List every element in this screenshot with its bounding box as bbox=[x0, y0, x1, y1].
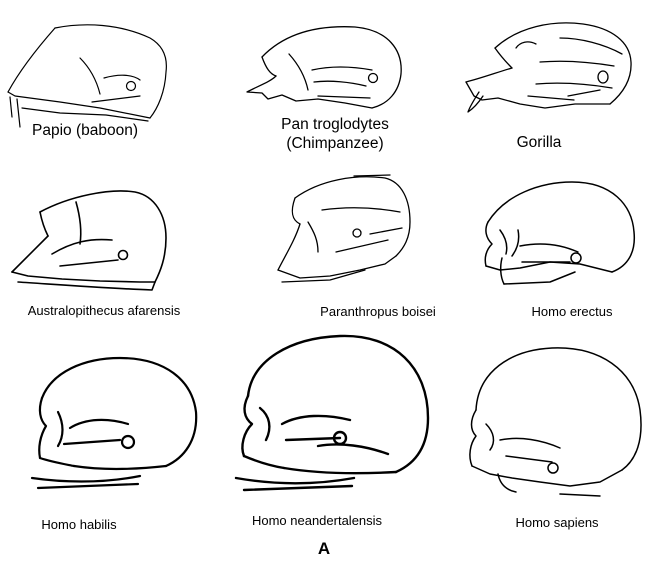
label-paranthropus: Paranthropus boisei bbox=[320, 304, 436, 320]
panel-label: A bbox=[318, 539, 330, 559]
label-australopithecus: Australopithecus afarensis bbox=[28, 303, 180, 319]
label-papio: Papio (baboon) bbox=[32, 121, 138, 140]
label-homo-neandertalensis: Homo neandertalensis bbox=[252, 513, 382, 529]
label-homo-erectus: Homo erectus bbox=[532, 304, 613, 320]
label-homo-habilis: Homo habilis bbox=[41, 517, 116, 533]
label-pan-line-2: (Chimpanzee) bbox=[281, 134, 389, 153]
label-gorilla: Gorilla bbox=[517, 133, 562, 152]
label-pan-line-1: Pan troglodytes bbox=[281, 115, 389, 134]
label-pan-troglodytes: Pan troglodytes (Chimpanzee) bbox=[281, 115, 389, 154]
label-homo-sapiens: Homo sapiens bbox=[515, 515, 598, 531]
